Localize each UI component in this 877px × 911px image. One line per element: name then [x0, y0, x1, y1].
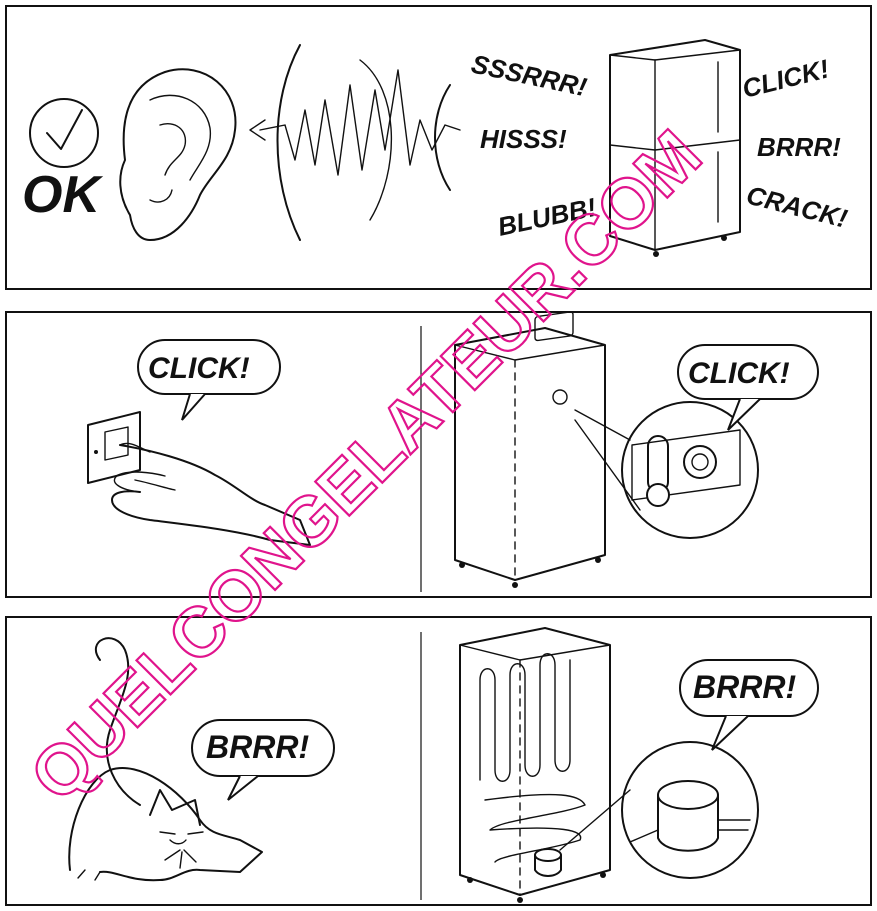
check-icon — [30, 99, 98, 167]
panel-noises-ok: OK SSSRRR! — [6, 6, 871, 289]
sound-label-crack: CRACK! — [744, 180, 851, 234]
sound-label-click: CLICK! — [739, 53, 832, 104]
bubble-text-brrr-right: BRRR! — [693, 669, 796, 705]
bubble-text-click-left: CLICK! — [148, 352, 250, 385]
sound-label-brrr: BRRR! — [757, 132, 841, 162]
sound-label-sssrrr: SSSRRR! — [469, 49, 590, 103]
sound-wave-icon — [250, 45, 460, 240]
ok-label: OK — [22, 166, 103, 224]
speech-bubble-right: CLICK! — [678, 345, 818, 430]
bubble-text-brrr-left: BRRR! — [206, 729, 309, 765]
speech-bubble-left-brrr: BRRR! — [192, 720, 334, 800]
fridge-back-icon — [460, 628, 630, 903]
sound-label-hisss: HISSS! — [480, 124, 567, 154]
compressor-zoom-icon — [622, 742, 758, 878]
thermostat-zoom-icon — [622, 402, 758, 538]
panel-1-frame — [6, 6, 871, 289]
ear-icon — [120, 69, 235, 240]
speech-bubble-left: CLICK! — [138, 340, 280, 420]
speech-bubble-right-brrr: BRRR! — [680, 660, 818, 750]
bubble-text-click-right: CLICK! — [688, 357, 790, 390]
